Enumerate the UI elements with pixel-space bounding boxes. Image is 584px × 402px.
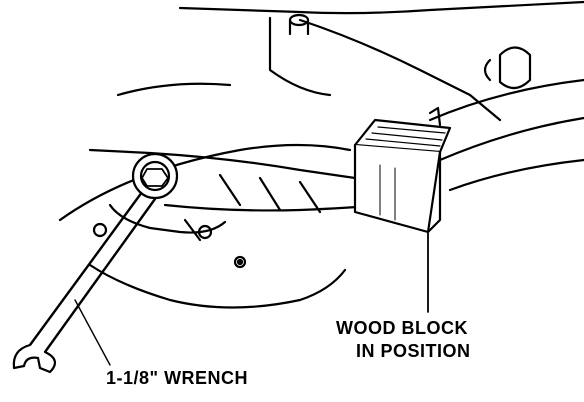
wood-block-label-line1: WOOD BLOCK	[336, 318, 468, 338]
spindle-housing	[58, 82, 352, 309]
wood-block	[353, 106, 452, 313]
wood-block-label-line2: IN POSITION	[356, 341, 471, 361]
wrench	[12, 152, 179, 374]
wrench-label: 1-1/8" WRENCH	[106, 368, 249, 388]
mower-deck	[178, 0, 584, 192]
deck-pin	[288, 13, 310, 36]
